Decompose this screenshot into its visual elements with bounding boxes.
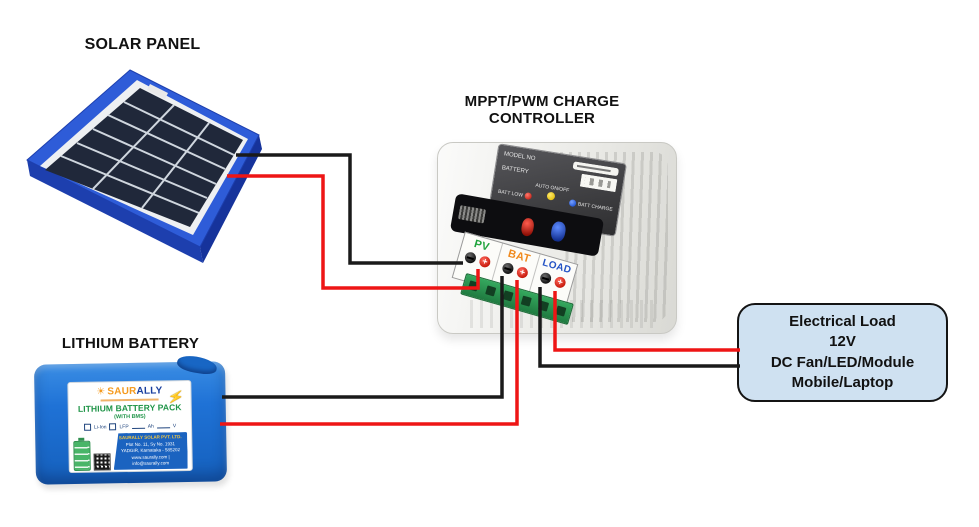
load-line4: Mobile/Laptop xyxy=(791,374,894,391)
terminal-slot xyxy=(467,280,479,292)
load-positive-screw-icon: + xyxy=(553,275,567,290)
terminal-slot xyxy=(520,295,532,307)
battery-label: BATTERY xyxy=(501,164,530,175)
batt-low-label: BATT LOW xyxy=(497,188,524,199)
battery-display xyxy=(579,173,618,193)
panel-side-edge xyxy=(27,160,203,263)
brand-saur: SAUR xyxy=(107,385,137,398)
load-line1: Electrical Load xyxy=(789,312,896,330)
auto-onoff-led-icon xyxy=(546,191,556,201)
blue-trimpot-icon xyxy=(549,220,567,243)
solar-panel xyxy=(26,69,262,263)
terminal-slot xyxy=(485,285,497,297)
lithium-battery-pack: ⚡ ☀ SAURALLY LITHIUM BATTERY PACK (WITH … xyxy=(33,353,228,485)
terminal-slot xyxy=(555,305,567,317)
bat-positive-screw-icon: + xyxy=(515,265,530,280)
lfp-checkbox-icon xyxy=(109,423,117,431)
electrical-load-box: Electrical Load 12V DC Fan/LED/Module Mo… xyxy=(737,303,948,402)
solar-panel-title: SOLAR PANEL xyxy=(84,36,201,53)
v-unit-label: V xyxy=(172,422,177,429)
company-contact: www.saurally.com | info@saurally.com xyxy=(131,453,170,467)
model-no-label: MODEL NO xyxy=(503,151,536,163)
lfp-option-label: LFP xyxy=(119,423,129,430)
batt-low-indicator: BATT LOW xyxy=(497,188,533,201)
lightning-bolt-icon: ⚡ xyxy=(166,387,185,406)
brand-tagline-bar xyxy=(100,398,159,402)
batt-charge-led-icon xyxy=(568,199,577,208)
pv-terminal-label: PV xyxy=(472,237,491,254)
controller-title-line2: CONTROLLER xyxy=(488,110,596,127)
terminal-slot xyxy=(502,290,514,302)
liion-checkbox-icon xyxy=(83,423,92,431)
company-info-band: SAURALLY SOLAR PVT. LTD. Plot No. 11, Sy… xyxy=(113,432,188,470)
sun-icon: ☀ xyxy=(96,385,106,398)
brand-ally: ALLY xyxy=(136,385,163,397)
battery-title: LITHIUM BATTERY xyxy=(61,335,200,352)
spec-row: Li-Ion LFP Ah V xyxy=(73,422,187,431)
batt-charge-indicator: BATT CHARGE xyxy=(568,199,614,213)
ah-unit-label: Ah xyxy=(147,423,154,430)
terminal-slot xyxy=(537,300,550,312)
battery-level-icon xyxy=(73,440,91,471)
v-blank-line xyxy=(156,423,170,429)
panel-sticker xyxy=(147,84,168,99)
ah-blank-line xyxy=(131,423,145,429)
batt-low-led-icon xyxy=(524,192,533,201)
liion-option-label: Li-Ion xyxy=(93,423,107,431)
red-trimpot-icon xyxy=(520,217,536,238)
product-subtitle: (WITH BMS) xyxy=(114,413,146,421)
load-line2: 12V xyxy=(829,333,856,350)
load-line3: DC Fan/LED/Module xyxy=(770,353,915,371)
auto-onoff-indicator: AUTO ON/OFF xyxy=(534,183,570,203)
panel-grid-lines xyxy=(60,101,235,214)
bat-negative-screw-icon xyxy=(501,261,515,276)
battery-sticker: ⚡ ☀ SAURALLY LITHIUM BATTERY PACK (WITH … xyxy=(67,379,193,474)
dc-jack-icon xyxy=(458,205,487,224)
pv-positive-screw-icon: + xyxy=(478,255,492,269)
qr-code-icon xyxy=(93,452,111,471)
load-negative-screw-icon xyxy=(538,271,553,286)
pv-negative-screw-icon xyxy=(463,250,478,265)
controller-title: MPPT/PWM CHARGE CONTROLLER xyxy=(427,93,657,127)
controller-title-line1: MPPT/PWM CHARGE xyxy=(464,93,620,110)
batt-charge-label: BATT CHARGE xyxy=(577,200,614,213)
